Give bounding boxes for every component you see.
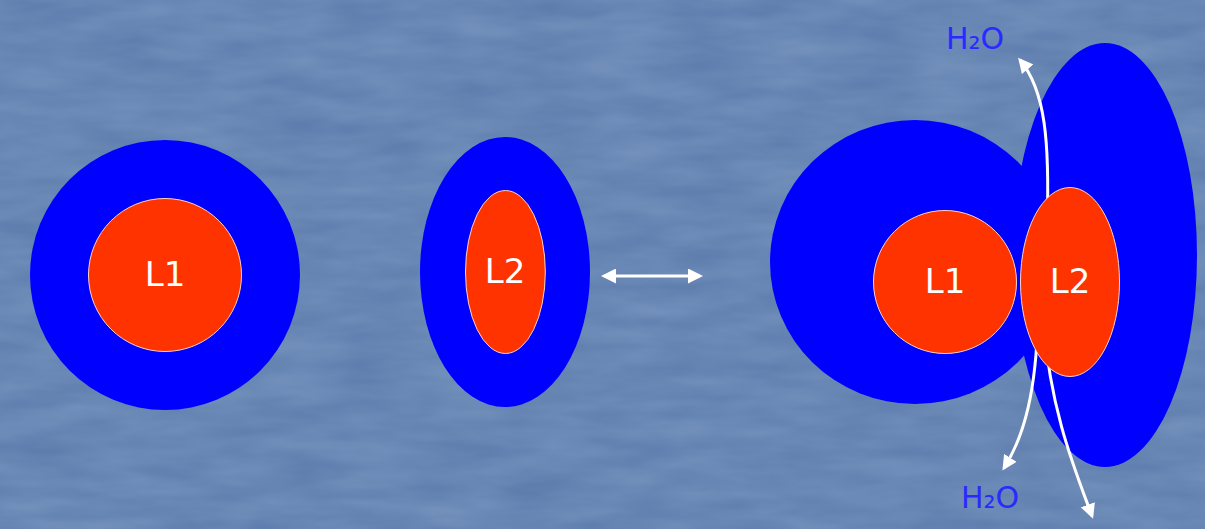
- ligand-name: L2: [485, 253, 526, 290]
- ligand-name: L1: [925, 263, 966, 300]
- ligand-name: L2: [1050, 263, 1091, 300]
- ligand-fill: [465, 191, 545, 354]
- ligand-fill: [1021, 188, 1120, 377]
- ligand-name: L1: [145, 256, 186, 293]
- equilibrium-arrow: [604, 275, 700, 278]
- ligand-fill: [89, 199, 242, 352]
- hydration-shell: [770, 120, 1060, 404]
- water-label: H₂O: [946, 22, 1004, 55]
- ligand-core: L1: [873, 210, 1017, 354]
- ligand-core: L2: [1020, 187, 1120, 377]
- ligand-fill: [874, 211, 1017, 354]
- hydration-shell: [420, 137, 590, 407]
- ligand-core: L1: [88, 198, 242, 352]
- ligand-core: L2: [465, 190, 546, 354]
- water-label: H₂O: [961, 481, 1019, 514]
- hydration-shell: [30, 140, 300, 410]
- hydration-shell: [1013, 43, 1197, 467]
